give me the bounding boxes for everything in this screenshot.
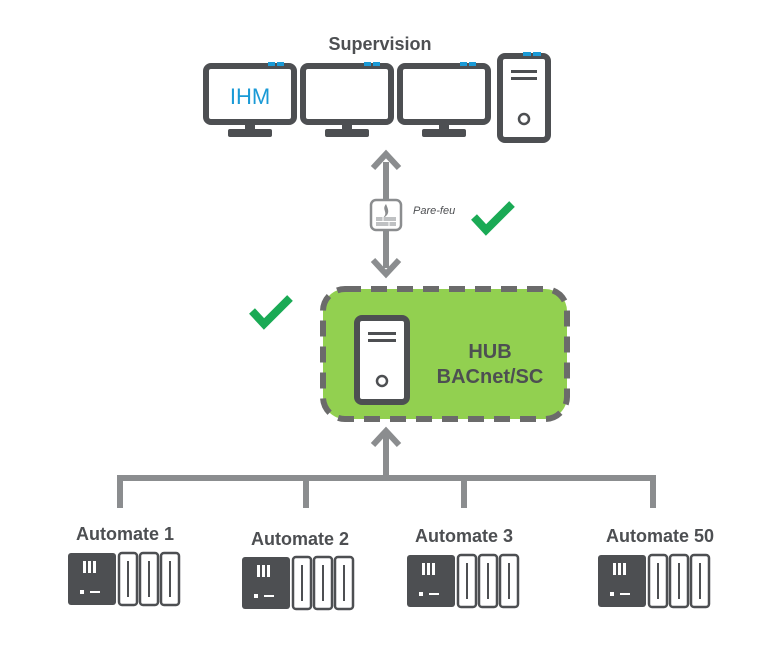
supervision-title: Supervision bbox=[328, 34, 431, 54]
server-icon bbox=[354, 315, 410, 405]
monitor-ihm-icon: IHM bbox=[203, 62, 297, 137]
controller-label: Automate 3 bbox=[415, 526, 513, 546]
controller-label: Automate 1 bbox=[76, 524, 174, 544]
monitor-icon bbox=[397, 62, 491, 137]
plc-icon bbox=[407, 553, 520, 609]
plc-icon bbox=[68, 551, 181, 607]
monitor-icon bbox=[300, 62, 394, 137]
bus-connector bbox=[117, 426, 656, 508]
checkmark-icon bbox=[249, 295, 293, 330]
controller-label: Automate 50 bbox=[606, 526, 714, 546]
plc-icon bbox=[242, 555, 355, 611]
ihm-screen-text: IHM bbox=[230, 84, 270, 109]
hub-subtitle: BACnet/SC bbox=[437, 366, 544, 388]
firewall-icon bbox=[369, 198, 403, 232]
plc-icon bbox=[598, 553, 711, 609]
checkmark-icon bbox=[471, 201, 515, 236]
firewall-label: Pare-feu bbox=[413, 205, 455, 217]
server-icon bbox=[497, 52, 551, 143]
controller-label: Automate 2 bbox=[251, 529, 349, 549]
hub-title: HUB bbox=[468, 341, 511, 363]
